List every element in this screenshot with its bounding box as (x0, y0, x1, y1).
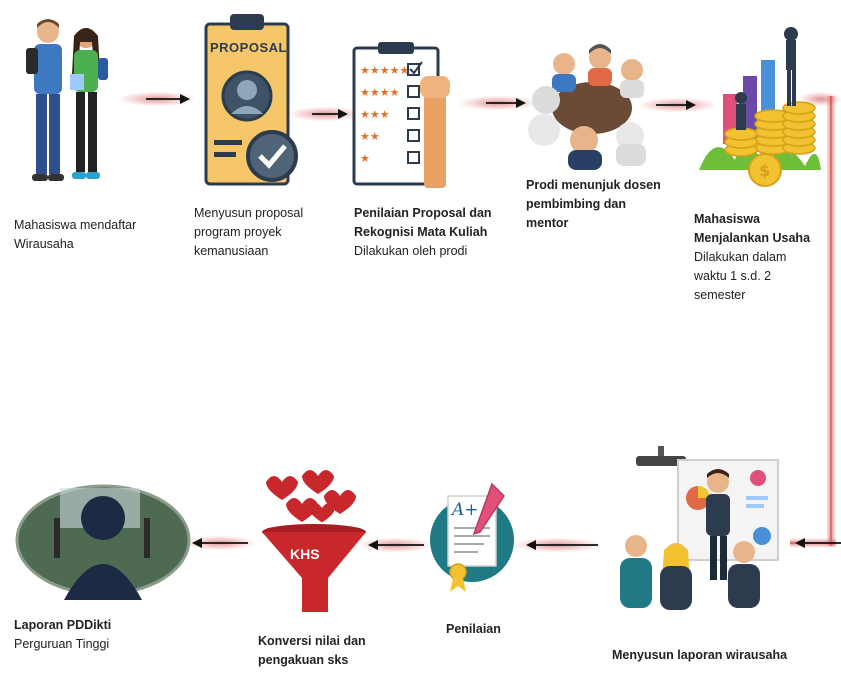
step-5-line-2: waktu 1 s.d. 2 (694, 269, 772, 283)
proposal-badge: PROPOSAL (210, 40, 287, 55)
arrow-right-icon (656, 100, 696, 110)
step-5-title-1: Mahasiswa (694, 212, 761, 226)
rating-checklist-illustration: ★★★★★ ★★★★ ★★★ ★★ ★ (352, 42, 450, 188)
arrow-left-icon (526, 540, 598, 550)
arrow-right-icon (146, 94, 190, 104)
step-4-caption: Prodi menunjuk dosen pembimbing dan ment… (526, 176, 676, 233)
svg-text:★★★: ★★★ (360, 108, 390, 121)
proposal-document-illustration (204, 14, 298, 186)
step-4-title-1: Prodi menunjuk dosen (526, 178, 661, 192)
step-5-line-3: semester (694, 288, 746, 302)
meeting-table-illustration (528, 44, 646, 170)
step-2-line-2: program proyek (194, 225, 282, 239)
svg-text:★★: ★★ (360, 130, 380, 143)
step-4-title-2: pembimbing dan (526, 197, 626, 211)
step-8-caption: Konversi nilai dan pengakuan sks (258, 632, 398, 670)
step-6-caption: Menyusun laporan wirausaha (612, 646, 812, 665)
step-3-line-1: Dilakukan oleh prodi (354, 244, 468, 258)
step-5-caption: Mahasiswa Menjalankan Usaha Dilakukan da… (694, 210, 834, 305)
svg-text:★: ★ (360, 152, 370, 165)
step-7-caption: Penilaian (446, 620, 566, 639)
arrow-left-icon (368, 540, 424, 550)
svg-text:$: $ (759, 161, 770, 180)
step-3-title-1: Penilaian Proposal dan (354, 206, 492, 220)
step-4-title-3: mentor (526, 216, 569, 230)
grade-label: A+ (452, 500, 479, 520)
step-3-caption: Penilaian Proposal dan Rekognisi Mata Ku… (354, 204, 504, 261)
presentation-illustration (620, 446, 779, 610)
connector-right-vertical (826, 96, 836, 546)
svg-text:★★★★: ★★★★ (360, 86, 400, 99)
arrow-left-icon (192, 538, 248, 548)
svg-text:★★★★★: ★★★★★ (360, 64, 409, 77)
step-2-line-3: kemanusiaan (194, 244, 269, 258)
step-7-title: Penilaian (446, 622, 501, 636)
step-8-title-2: pengakuan sks (258, 653, 349, 667)
step-1-line-1: Mahasiswa mendaftar (14, 218, 137, 232)
arrow-right-icon (486, 98, 526, 108)
step-3-title-2: Rekognisi Mata Kuliah (354, 225, 488, 239)
business-growth-illustration: $ (699, 27, 821, 187)
step-8-title-1: Konversi nilai dan (258, 634, 366, 648)
arrow-right-icon (312, 109, 348, 119)
step-2-line-1: Menyusun proposal (194, 206, 304, 220)
khs-funnel-illustration (262, 470, 366, 612)
step-9-line-1: Perguruan Tinggi (14, 637, 110, 651)
step-1-caption: Mahasiswa mendaftar Wirausaha (14, 216, 164, 254)
arrow-left-icon (795, 538, 841, 548)
step-5-line-1: Dilakukan dalam (694, 250, 787, 264)
step-2-caption: Menyusun proposal program proyek kemanus… (194, 204, 344, 261)
funnel-label: KHS (290, 546, 320, 562)
step-9-caption: Laporan PDDikti Perguruan Tinggi (14, 616, 174, 654)
pddikti-report-illustration (15, 484, 191, 600)
step-1-line-2: Wirausaha (14, 237, 74, 251)
step-5-title-2: Menjalankan Usaha (694, 231, 811, 245)
students-illustration (26, 19, 108, 181)
grading-paper-illustration (430, 482, 514, 592)
step-9-title: Laporan PDDikti (14, 618, 112, 632)
step-6-title: Menyusun laporan wirausaha (612, 648, 788, 662)
